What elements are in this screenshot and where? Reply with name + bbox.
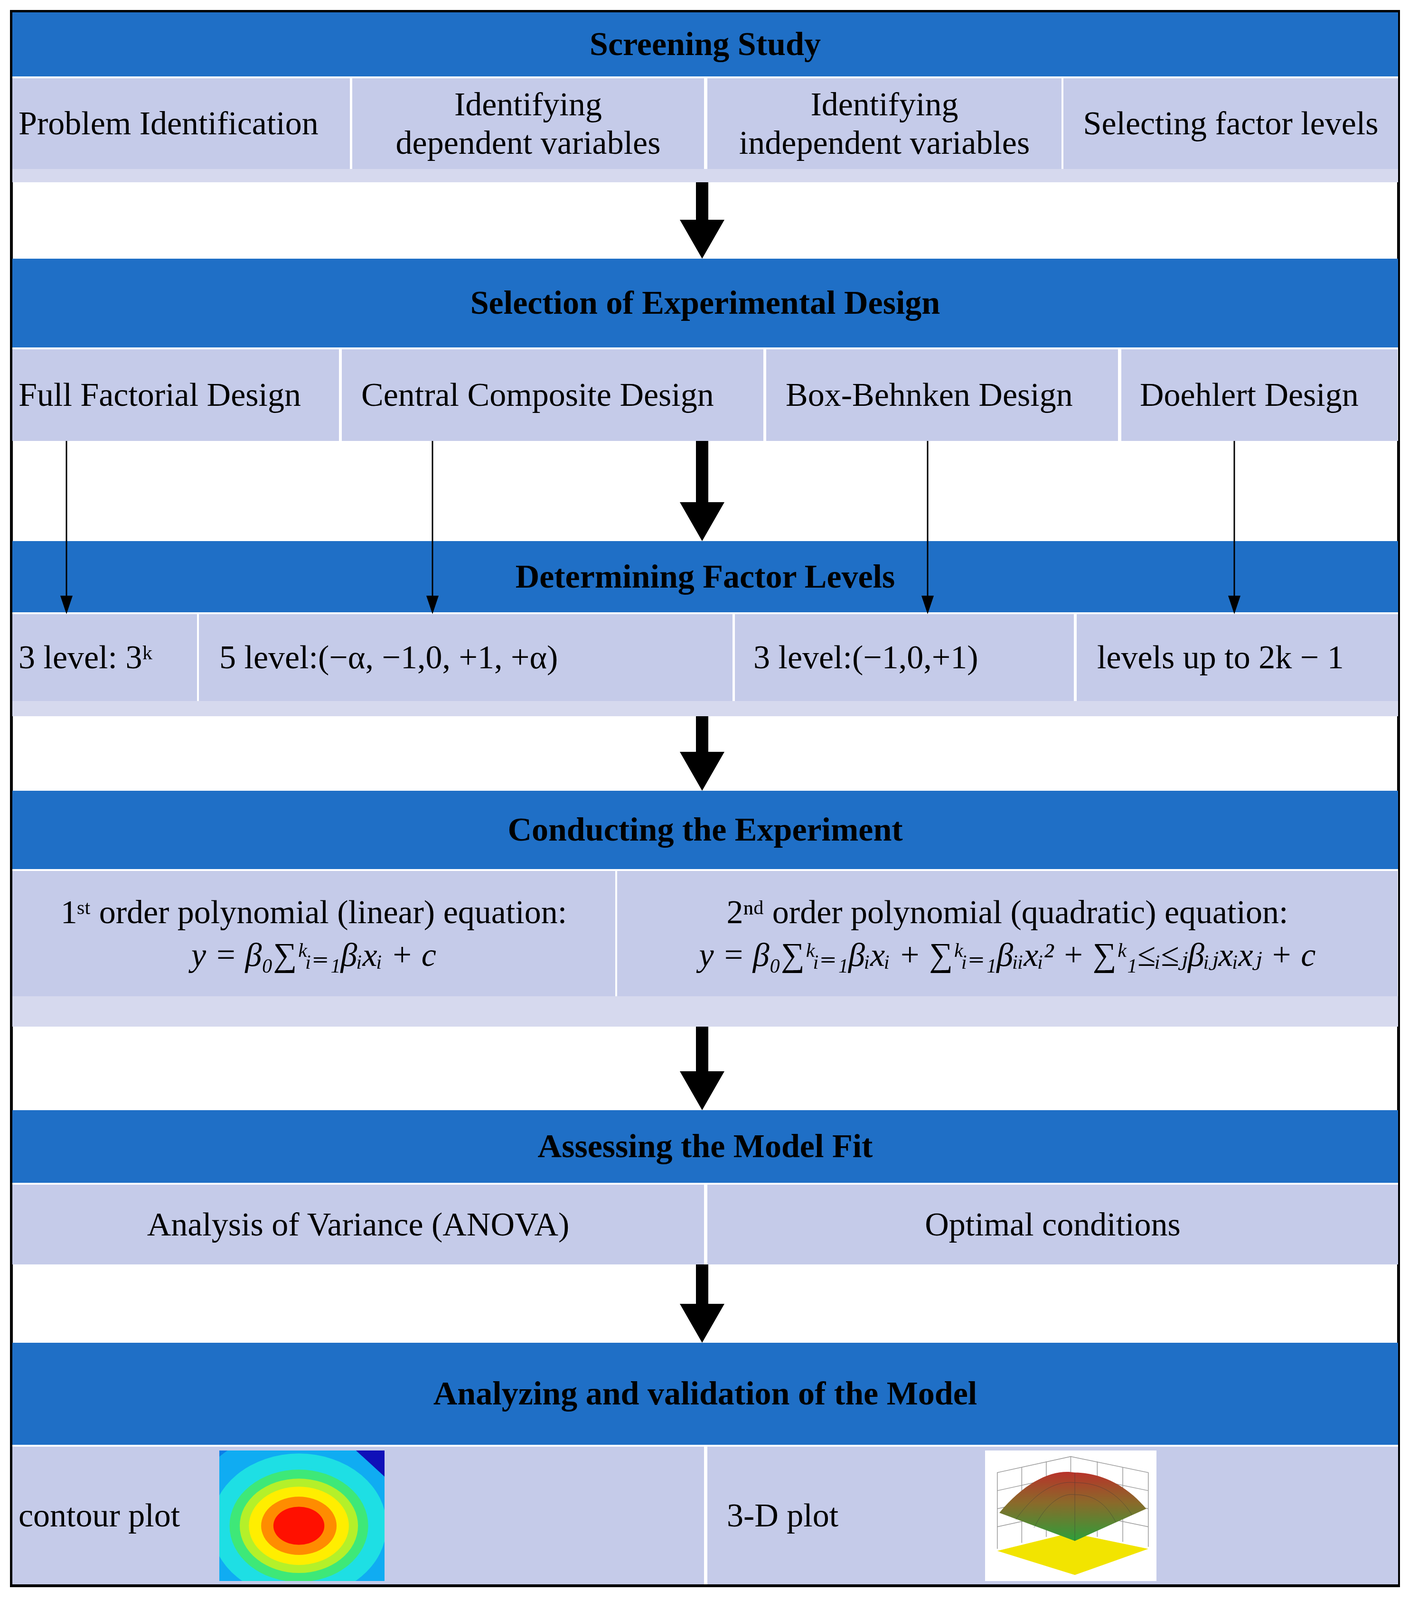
flow-arrow: [679, 182, 725, 259]
header-band: Selection of Experimental Design: [12, 258, 1399, 348]
section-heading: Screening Study: [589, 25, 821, 64]
section-heading: Determining Factor Levels: [515, 557, 896, 597]
cell-text: Full Factorial Design: [18, 375, 301, 415]
content-cell: 3 level: 3ᵏ: [12, 614, 198, 702]
flow-arrow: [679, 1264, 725, 1344]
arrow-shaft: [695, 182, 709, 221]
cell-text: Selecting factor levels: [1083, 104, 1379, 143]
content-cell: Full Factorial Design: [12, 349, 339, 442]
cell-text: 2ⁿᵈ order polynomial (quadratic) equatio…: [726, 893, 1289, 932]
flow-arrow: [679, 441, 725, 542]
arrow-head: [679, 502, 725, 542]
arrow-head: [426, 595, 439, 615]
content-cell: Box-Behnken Design: [766, 349, 1118, 442]
cell-text: 3-D plot: [726, 1496, 839, 1536]
equation-text: y = β₀∑ᵏᵢ₌₁βᵢxᵢ + ∑ᵏᵢ₌₁βᵢᵢxᵢ² + ∑ᵏ₁≤ᵢ≤ⱼβ…: [699, 936, 1316, 975]
cell-text: 1ˢᵗ order polynomial (linear) equation:: [60, 893, 567, 932]
cell-strip: [12, 996, 1399, 1027]
arrow-head: [679, 1304, 725, 1344]
content-cell: Identifying independent variables: [707, 78, 1062, 170]
cell-text: Analysis of Variance (ANOVA): [147, 1205, 570, 1245]
arrow-shaft: [695, 716, 709, 753]
cell-text: Box-Behnken Design: [785, 375, 1073, 415]
link-arrow: [426, 441, 439, 615]
flow-arrow: [679, 1026, 725, 1111]
arrow-shaft: [695, 441, 709, 504]
section-panel: Determining Factor Levels 3 level: 3ᵏ 5 le…: [12, 541, 1399, 717]
header-band: Conducting the Experiment: [12, 790, 1399, 870]
header-band: Analyzing and validation of the Model: [12, 1343, 1399, 1446]
content-cell: Optimal conditions: [707, 1184, 1399, 1265]
header-band: Screening Study: [12, 12, 1399, 77]
section-heading: Assessing the Model Fit: [537, 1127, 874, 1166]
cell-text: 5 level:(−α, −1,0, +1, +α): [219, 638, 558, 677]
arrow-head: [679, 751, 725, 791]
link-arrow: [1228, 441, 1241, 615]
link-arrow: [60, 441, 73, 615]
content-cell: 2ⁿᵈ order polynomial (quadratic) equatio…: [617, 871, 1398, 997]
cell-text: 3 level:(−1,0,+1): [753, 638, 979, 677]
arrow-head: [679, 219, 725, 259]
cell-strip: [12, 701, 1399, 717]
section-panel: Screening StudyProblem Identification Ide…: [12, 12, 1399, 183]
content-cell: Problem Identification: [12, 78, 350, 170]
arrow-shaft: [927, 441, 929, 597]
equation-text: y = β₀∑ᵏᵢ₌₁βᵢxᵢ + c: [191, 936, 437, 975]
arrow-shaft: [695, 1026, 709, 1073]
cell-text: Identifying dependent variables: [387, 85, 669, 162]
content-cell: levels up to 2k − 1: [1076, 614, 1399, 702]
header-band: Assessing the Model Fit: [12, 1110, 1399, 1184]
content-cell: Doehlert Design: [1121, 349, 1398, 442]
contour-plot-image: [219, 1450, 385, 1582]
arrow-shaft: [432, 441, 434, 597]
link-arrow: [921, 441, 934, 615]
cell-text: Problem Identification: [18, 104, 319, 143]
cell-text: Doehlert Design: [1139, 375, 1359, 415]
section-panel: Selection of Experimental DesignFull Fac…: [12, 258, 1399, 442]
arrow-shaft: [65, 441, 68, 597]
content-cell: 5 level:(−α, −1,0, +1, +α): [198, 614, 733, 702]
section-heading: Selection of Experimental Design: [470, 283, 941, 323]
arrow-head: [921, 595, 934, 615]
cell-text: Identifying independent variables: [730, 85, 1039, 162]
cell-text: levels up to 2k − 1: [1097, 638, 1344, 677]
content-cell: Central Composite Design: [341, 349, 764, 442]
cell-text: Optimal conditions: [924, 1205, 1181, 1245]
content-cell: Identifying dependent variables: [352, 78, 705, 170]
content-cell: Analysis of Variance (ANOVA): [12, 1184, 705, 1265]
cell-strip: [12, 169, 1399, 183]
section-heading: Analyzing and validation of the Model: [433, 1374, 977, 1414]
flow-arrow: [679, 716, 725, 791]
section-heading: Conducting the Experiment: [507, 810, 903, 850]
content-cell: 3 level:(−1,0,+1): [734, 614, 1074, 702]
arrow-shaft: [695, 1264, 709, 1306]
arrow-head: [60, 595, 73, 615]
arrow-shaft: [1233, 441, 1236, 597]
cell-text: contour plot: [18, 1496, 180, 1536]
cell-text: 3 level: 3ᵏ: [18, 638, 153, 677]
surface-plot-image: [985, 1450, 1157, 1582]
section-panel: Conducting the Experiment 1ˢᵗ order polyn…: [12, 790, 1399, 1027]
arrow-head: [679, 1071, 725, 1111]
cell-text: Central Composite Design: [361, 375, 714, 415]
section-panel: Assessing the Model FitAnalysis of Varia…: [12, 1110, 1399, 1265]
content-cell: Selecting factor levels: [1063, 78, 1399, 170]
header-band: Determining Factor Levels: [12, 541, 1399, 613]
arrow-head: [1228, 595, 1241, 615]
content-cell: 1ˢᵗ order polynomial (linear) equation: y…: [12, 871, 616, 997]
